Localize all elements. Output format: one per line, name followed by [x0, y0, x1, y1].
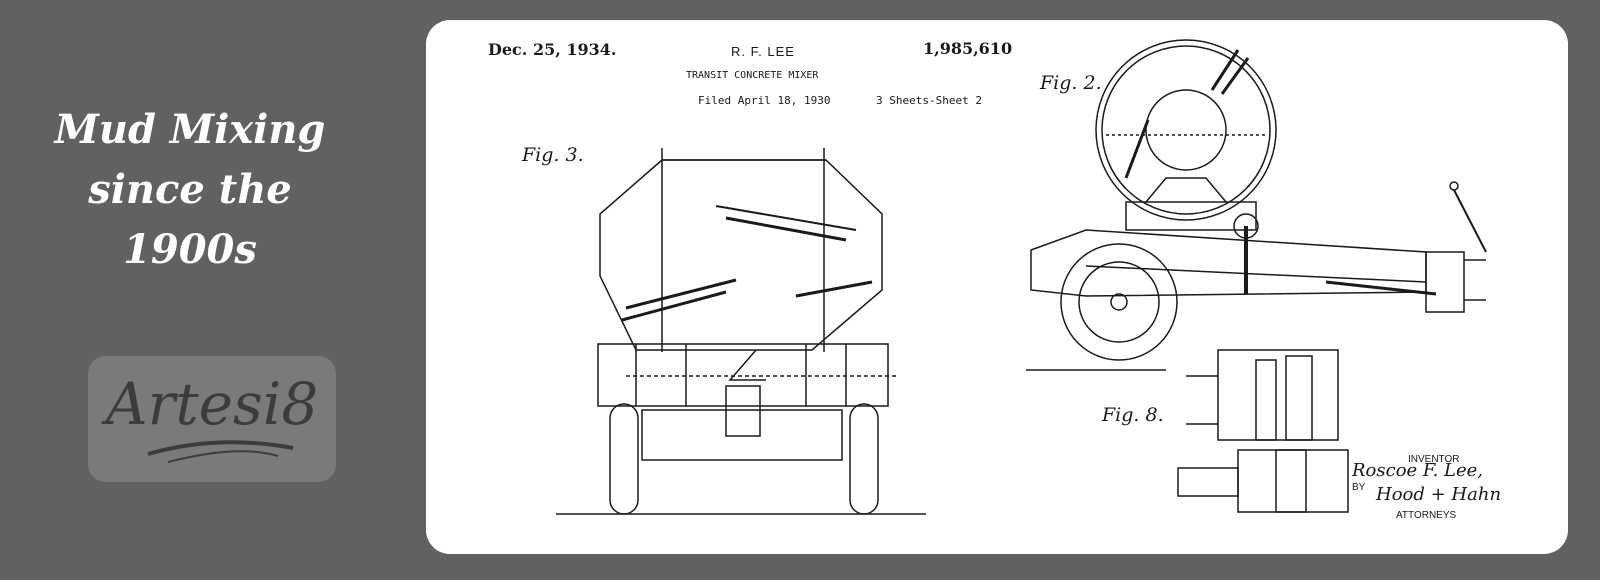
headline: Mud Mixing since the 1900s: [54, 106, 326, 273]
figure-8-label: Fig. 8.: [1102, 404, 1164, 426]
logo-swoosh-icon: [147, 440, 294, 463]
fig8-drawing: [1177, 349, 1349, 513]
figure-2-label: Fig. 2.: [1040, 72, 1102, 94]
patent-sheet-count: 3 Sheets-Sheet 2: [876, 94, 982, 107]
logo-text: Artesi8: [105, 370, 319, 438]
inventor-label: INVENTOR: [1408, 454, 1460, 465]
figure-3-label: Fig. 3.: [522, 144, 584, 166]
patent-filed-date: Filed April 18, 1930: [698, 94, 831, 107]
patent-title: TRANSIT CONCRETE MIXER: [686, 70, 819, 81]
patent-drawing: Dec. 25, 1934. R. F. LEE 1,985,610 TRANS…: [426, 20, 1568, 554]
fig3-drawing: [556, 148, 926, 515]
patent-illustration: [556, 39, 1487, 515]
attorney-signature: Hood + Hahn: [1376, 484, 1502, 505]
patent-number: 1,985,610: [923, 39, 1013, 58]
attorneys-label: ATTORNEYS: [1396, 510, 1457, 521]
logo-badge: Artesi8: [88, 356, 336, 482]
patent-date: Dec. 25, 1934.: [488, 40, 617, 59]
by-label: BY: [1352, 482, 1366, 493]
patent-inventor-header: R. F. LEE: [731, 44, 795, 59]
inventor-name: Roscoe F. Lee,: [1352, 460, 1484, 481]
fig2-drawing: [1026, 39, 1487, 371]
